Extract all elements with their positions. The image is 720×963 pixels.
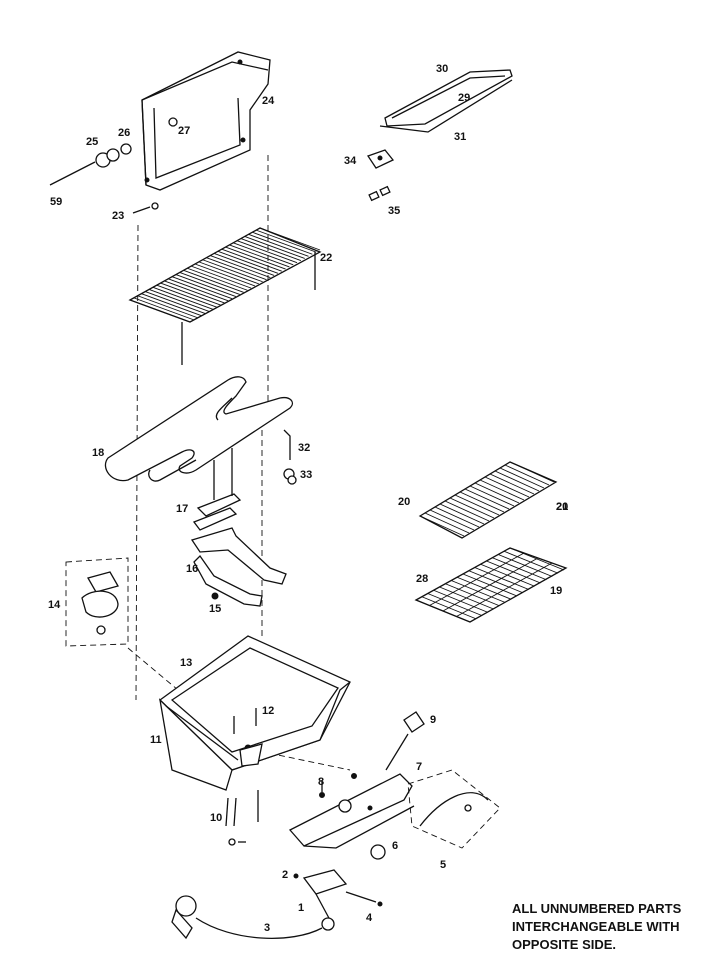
part-24-screw <box>228 838 236 846</box>
part-label-9: 9 <box>430 714 436 726</box>
note-line-3: OPPOSITE SIDE. <box>512 937 617 952</box>
part-3-hose <box>171 895 335 940</box>
part-label-4: 4 <box>366 912 373 924</box>
part-label-17: 17 <box>176 503 188 515</box>
interchangeable-parts-note: ALL UNNUMBERED PARTS INTERCHANGEABLE WIT… <box>512 900 717 954</box>
part-label-23: 23 <box>112 210 124 222</box>
part-label-13: 13 <box>180 657 192 669</box>
part-35-clips <box>368 185 391 202</box>
part-label-32: 32 <box>298 442 310 454</box>
part-label-22: 22 <box>320 252 332 264</box>
part-29-30-31-frame <box>379 69 513 133</box>
part-20-cooking-grate <box>418 461 558 539</box>
part-label-27: 27 <box>178 125 190 137</box>
part-19-28-briquette-grate <box>414 547 568 623</box>
note-line-1: ALL UNNUMBERED PARTS <box>512 901 682 916</box>
part-25-26-knob-assembly <box>49 117 178 186</box>
part-label-2: 2 <box>282 869 288 881</box>
part-label-15: 15 <box>209 603 221 615</box>
part-16-venturi-tubes <box>190 448 287 607</box>
part-label-35: 35 <box>388 205 400 217</box>
part-label-12: 12 <box>262 705 274 717</box>
part-22-screw <box>132 202 159 214</box>
part-label-59: 59 <box>50 196 62 208</box>
part-8-screw <box>319 780 325 798</box>
part-11-firebox <box>158 635 351 791</box>
part-4-screw <box>345 891 383 907</box>
part-21-warming-grate <box>128 227 322 323</box>
part-label-8: 8 <box>318 776 324 788</box>
assembly-guide-lines <box>127 155 351 771</box>
part-label-24: 24 <box>262 95 275 107</box>
part-label-10: 10 <box>210 812 222 824</box>
part-label-14: 14 <box>48 599 61 611</box>
part-label-33: 33 <box>300 469 312 481</box>
part-label-5: 5 <box>440 859 446 871</box>
part-32-33-igniter-nut <box>283 429 297 485</box>
part-label-34: 34 <box>344 155 357 167</box>
part-label-6: 6 <box>392 840 398 852</box>
part-6-valve <box>370 844 386 860</box>
part-label-25: 25 <box>86 136 98 148</box>
part-label-19: 19 <box>550 585 562 597</box>
part-label-29: 29 <box>458 92 470 104</box>
part-14-detail-box <box>65 557 129 647</box>
part-label-31: 31 <box>454 131 466 143</box>
part-label-28: 28 <box>416 573 428 585</box>
part-12-screws <box>233 708 257 734</box>
part-7-manifold-panel <box>288 773 415 849</box>
part-label-20: 20 <box>398 496 410 508</box>
part-15-screw <box>211 592 219 600</box>
part-34-bracket <box>366 149 395 169</box>
part-label-30: 30 <box>436 63 448 75</box>
part-label-26: 26 <box>118 127 130 139</box>
part-10-rods <box>225 790 259 827</box>
part-9-connector <box>385 711 425 771</box>
part-1-2-regulator <box>293 869 348 921</box>
part-label-1: 1 <box>298 902 304 914</box>
part-label-20: 20 <box>556 501 568 513</box>
part-label-16: 16 <box>186 563 198 575</box>
part-label-7: 7 <box>416 761 422 773</box>
part-5-igniter-box <box>407 769 501 849</box>
note-line-2: INTERCHANGEABLE WITH <box>512 919 680 934</box>
part-17-bracket <box>192 493 242 531</box>
part-label-18: 18 <box>92 447 104 459</box>
part-label-3: 3 <box>264 922 270 934</box>
part-label-11: 11 <box>150 734 162 746</box>
part-label-21: 21 <box>556 501 568 513</box>
part-23-back-panel <box>141 51 271 191</box>
part-18-burner <box>104 376 294 482</box>
